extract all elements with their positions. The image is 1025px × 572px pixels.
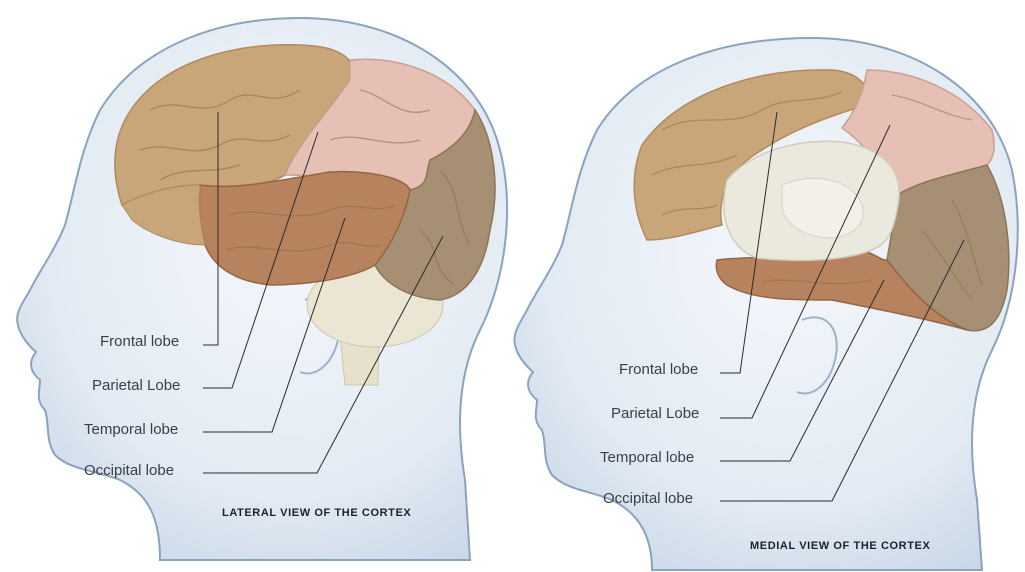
medial-label-occipital: Occipital lobe <box>603 490 693 508</box>
temporal-leader <box>203 218 345 432</box>
parietal-leader <box>203 132 318 388</box>
lateral-label-occipital: Occipital lobe <box>84 462 174 480</box>
temporal-leader <box>720 280 884 461</box>
lateral-view-panel: Frontal lobe Parietal Lobe Temporal lobe… <box>0 0 512 572</box>
lateral-label-parietal: Parietal Lobe <box>92 377 180 395</box>
medial-label-frontal: Frontal lobe <box>619 361 698 379</box>
medial-leader-lines <box>512 0 1025 572</box>
medial-label-parietal: Parietal Lobe <box>611 405 699 423</box>
medial-caption: MEDIAL VIEW OF THE CORTEX <box>750 540 930 552</box>
occipital-leader <box>720 240 964 501</box>
medial-label-temporal: Temporal lobe <box>600 449 694 467</box>
parietal-leader <box>720 125 890 418</box>
medial-view-panel: Frontal lobe Parietal Lobe Temporal lobe… <box>512 0 1025 572</box>
lateral-leader-lines <box>0 0 512 572</box>
lateral-label-temporal: Temporal lobe <box>84 421 178 439</box>
frontal-leader <box>203 112 218 345</box>
lateral-label-frontal: Frontal lobe <box>100 333 179 351</box>
lateral-caption: LATERAL VIEW OF THE CORTEX <box>222 507 411 519</box>
occipital-leader <box>203 236 443 473</box>
frontal-leader <box>720 112 777 373</box>
